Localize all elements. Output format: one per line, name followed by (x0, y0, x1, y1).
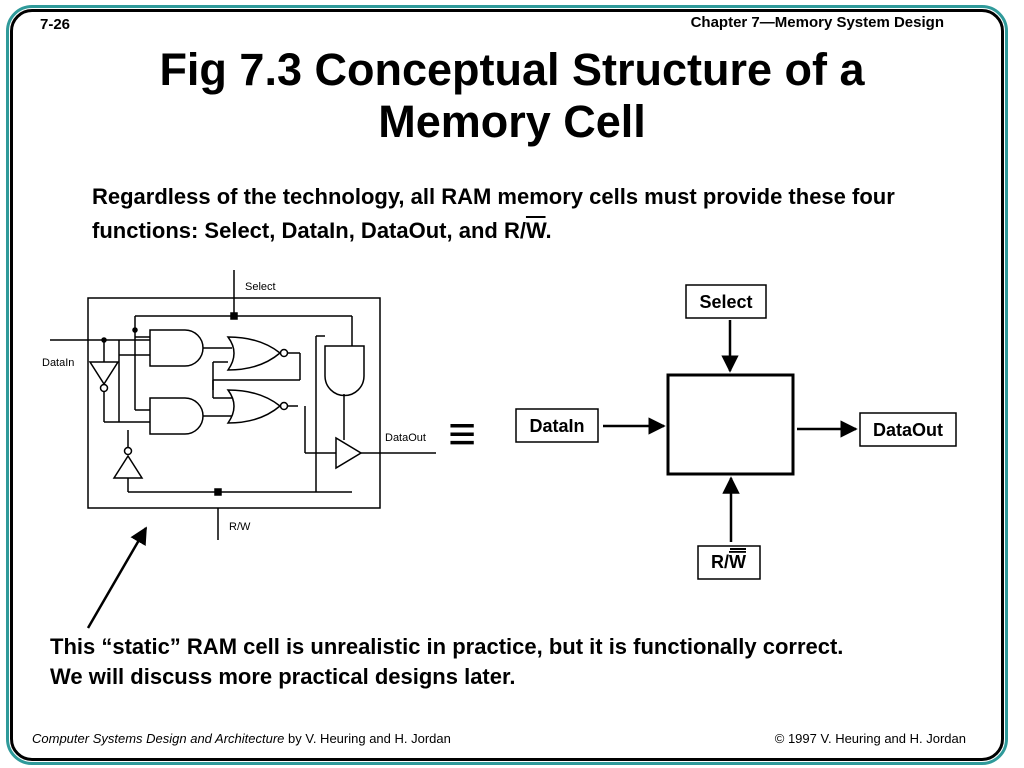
and-gate-1 (149, 329, 204, 367)
block-rw-w: W (729, 552, 746, 572)
block-datain-label: DataIn (529, 416, 584, 436)
input-buffer-triangle (88, 361, 120, 386)
nor-gate-1 (226, 336, 282, 371)
page-number: 7-26 (40, 16, 71, 33)
block-diagram (515, 284, 957, 580)
circuit-dataout-label: DataOut (385, 432, 426, 444)
title-line-2: Memory Cell (378, 96, 646, 147)
block-select-box (685, 284, 767, 319)
rw-inverter (112, 454, 144, 479)
title-line-1: Fig 7.3 Conceptual Structure of a (159, 44, 865, 95)
memory-cell-block (666, 373, 795, 476)
block-dataout-label: DataOut (873, 420, 943, 440)
output-tristate-buffer (335, 436, 363, 470)
block-rw-box (697, 545, 761, 580)
block-rw-prefix: R/ (711, 552, 729, 572)
circuit-rw-label: R/W (229, 521, 251, 533)
lead-paragraph: Regardless of the technology, all RAM me… (92, 180, 952, 248)
block-rw-label: R/W (711, 552, 746, 572)
nor-gate-2 (226, 389, 282, 424)
circuit-datain-label: DataIn (42, 357, 74, 369)
lead-period: . (545, 218, 552, 243)
block-datain-box (515, 408, 599, 443)
footer-book: Computer Systems Design and Architecture… (32, 731, 451, 746)
circuit-schematic (50, 270, 436, 540)
output-and-gate (324, 345, 365, 397)
slide-border-accent (6, 5, 1008, 765)
note-line-1: This “static” RAM cell is unrealistic in… (50, 634, 844, 659)
slide-title: Fig 7.3 Conceptual Structure of a Memory… (60, 44, 964, 148)
note-paragraph: This “static” RAM cell is unrealistic in… (50, 632, 1000, 692)
block-select-label: Select (699, 292, 752, 312)
pointer-arrow (86, 526, 148, 629)
lead-w-overlined: W (525, 218, 546, 243)
slide-frame (10, 9, 1004, 761)
and-gate-2 (149, 397, 204, 435)
footer-book-title: Computer Systems Design and Architecture (32, 731, 285, 746)
note-line-2: We will discuss more practical designs l… (50, 664, 516, 689)
lead-text: Regardless of the technology, all RAM me… (92, 184, 895, 243)
footer-book-authors: by V. Heuring and H. Jordan (284, 731, 451, 746)
circuit-select-label: Select (245, 281, 276, 293)
block-dataout-box (859, 412, 957, 447)
equivalence-symbol: ≡ (448, 408, 476, 461)
footer-copyright: © 1997 V. Heuring and H. Jordan (774, 731, 966, 746)
chapter-title: Chapter 7—Memory System Design (690, 14, 944, 31)
